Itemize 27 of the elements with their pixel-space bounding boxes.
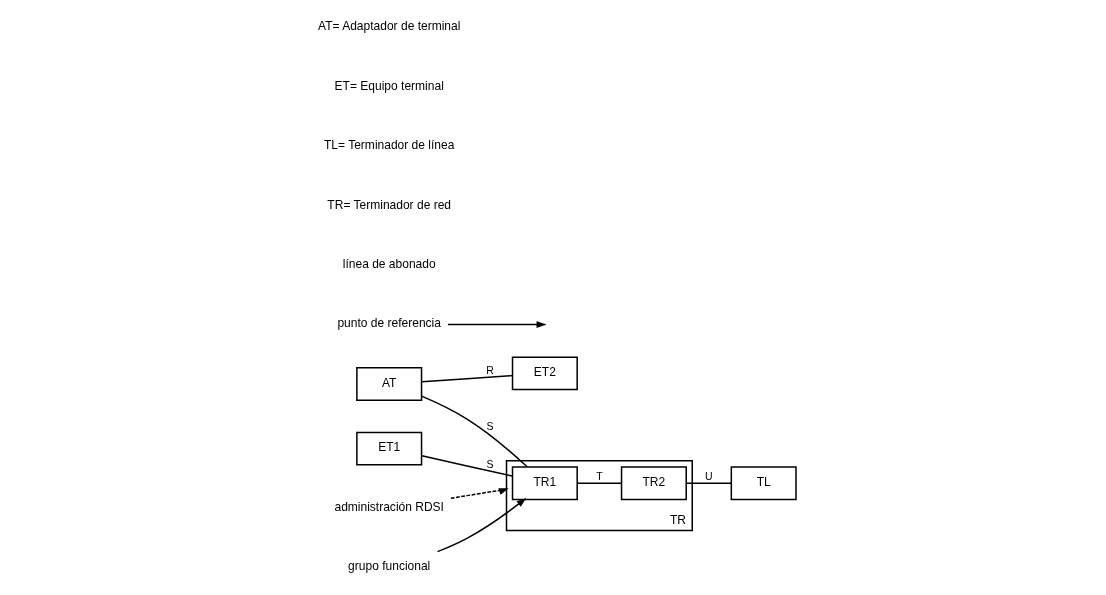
arrow <box>449 488 509 499</box>
label: AT= Adaptador de terminal <box>317 19 460 34</box>
edge-label: U <box>704 470 713 483</box>
label: línea de abonado <box>342 257 436 272</box>
arrow <box>436 498 526 553</box>
connector <box>420 395 528 468</box>
node-text: grupo funcional <box>347 559 430 574</box>
edge-label: S <box>485 419 493 432</box>
node-text: administración RDSI <box>333 499 444 514</box>
node-box: AT <box>355 367 422 401</box>
label: TR= Terminador de red <box>326 197 451 212</box>
label: ET= Equipo terminal <box>334 78 444 93</box>
connector <box>420 374 513 383</box>
arrow <box>446 321 546 328</box>
connector <box>420 455 513 477</box>
edge-label: R <box>485 364 494 377</box>
edge-label: T <box>595 470 603 483</box>
node-box: ET2 <box>511 356 578 391</box>
edge-label: S <box>485 457 493 470</box>
node-text: punto de referencia <box>336 316 441 331</box>
label: TL= Terminador de línea <box>323 138 454 153</box>
connector <box>576 482 622 484</box>
node-box: ET1 <box>355 431 422 466</box>
connector <box>685 482 732 484</box>
node-box: TR1 <box>511 466 578 501</box>
node-box: TL <box>730 466 797 501</box>
node-box: TR2 <box>620 466 687 501</box>
